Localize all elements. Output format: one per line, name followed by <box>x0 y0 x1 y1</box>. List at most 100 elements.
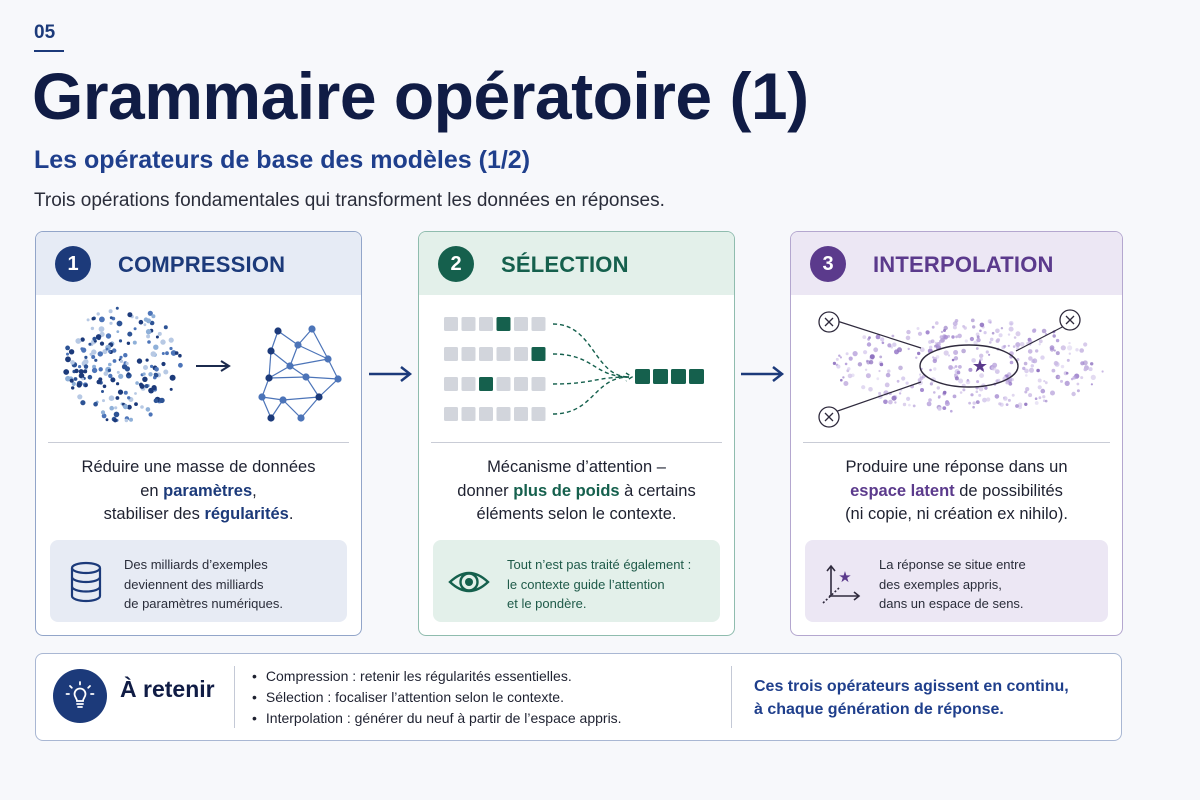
latent-point <box>1018 405 1022 410</box>
data-point <box>77 394 83 400</box>
latent-point <box>879 362 884 367</box>
data-point <box>151 314 156 319</box>
data-point <box>83 364 89 369</box>
data-point <box>146 334 151 339</box>
network-node <box>315 393 323 401</box>
token-square <box>496 317 511 331</box>
data-point <box>74 368 79 374</box>
highlight-parametres: paramètres <box>163 481 253 500</box>
data-point <box>123 390 128 395</box>
data-point <box>93 401 98 407</box>
attention-curve <box>552 353 630 378</box>
data-point <box>151 385 157 391</box>
latent-point <box>976 380 980 384</box>
data-point <box>163 325 168 330</box>
network-edge <box>289 358 329 367</box>
desc-line-1: Produire une réponse dans un <box>845 458 1068 476</box>
card-divider <box>48 442 349 443</box>
flow-arrow-1 <box>369 366 413 382</box>
latent-point <box>976 337 981 343</box>
latent-point <box>1015 331 1021 337</box>
latent-point <box>851 373 855 378</box>
latent-point <box>1050 390 1055 396</box>
data-point <box>83 359 89 365</box>
latent-point <box>919 347 925 353</box>
latent-point <box>1009 360 1014 365</box>
network-node <box>334 375 342 383</box>
card-compression: 1 COMPRESSION Réduire une masse de donné… <box>35 231 362 636</box>
network-node <box>279 396 287 404</box>
network-edge <box>270 399 284 419</box>
latent-space-illustration: ★ <box>818 309 1104 428</box>
network-edge <box>282 396 320 401</box>
data-point <box>80 337 85 342</box>
latent-point <box>997 378 1001 383</box>
latent-point <box>1016 358 1020 361</box>
latent-point <box>896 379 900 383</box>
data-point <box>153 398 159 404</box>
data-point <box>127 312 133 318</box>
data-point <box>140 405 144 409</box>
latent-point <box>975 400 980 404</box>
latent-point <box>963 326 967 330</box>
lightbulb-icon <box>53 669 107 723</box>
card-header: 1 COMPRESSION <box>36 232 361 295</box>
latent-point <box>862 335 867 339</box>
card-note: Des milliards d’exemples deviennent des … <box>50 540 347 622</box>
data-point <box>83 369 88 374</box>
page-title: Grammaire opératoire (1) <box>32 59 809 133</box>
data-point <box>112 359 117 363</box>
latent-point <box>956 370 961 375</box>
token-square <box>479 317 493 331</box>
latent-point <box>1080 376 1084 380</box>
latent-point <box>832 361 836 365</box>
takeaway-item: Compression : retenir les régularités es… <box>252 666 622 687</box>
highlight-regularites: régularités <box>204 505 289 523</box>
network-node <box>267 414 275 422</box>
data-point-cloud <box>63 306 183 423</box>
data-point <box>102 399 105 403</box>
network-edge <box>311 328 329 360</box>
latent-point <box>1031 328 1037 333</box>
latent-point <box>964 339 968 343</box>
data-point <box>118 373 124 379</box>
latent-point <box>931 325 935 329</box>
latent-point <box>1044 381 1048 385</box>
latent-point <box>873 347 879 353</box>
latent-point <box>902 402 907 407</box>
data-point <box>98 367 103 372</box>
data-point <box>178 362 183 368</box>
data-point <box>96 379 102 385</box>
network-edge <box>318 378 339 398</box>
latent-point <box>897 347 902 353</box>
network-node <box>265 374 273 382</box>
latent-point <box>953 350 959 355</box>
latent-point <box>1008 326 1014 332</box>
card-interpolation: 3 INTERPOLATION ★ Produire une réponse d… <box>790 231 1123 636</box>
data-point <box>78 369 84 375</box>
takeaways-title: À retenir <box>120 676 215 702</box>
token-square <box>514 407 528 421</box>
data-point <box>108 373 113 379</box>
latent-point <box>954 376 959 381</box>
data-point <box>65 375 71 382</box>
data-point <box>91 355 96 359</box>
network-node <box>274 327 282 335</box>
note-text: La réponse se situe entre des exemples a… <box>879 557 1026 611</box>
latent-point <box>1041 328 1047 334</box>
data-point <box>165 351 169 356</box>
data-point <box>100 410 106 415</box>
latent-point <box>1040 388 1046 394</box>
data-point <box>139 383 145 389</box>
latent-point <box>1043 380 1046 383</box>
latent-point <box>1055 338 1060 343</box>
data-point <box>135 381 139 385</box>
data-point <box>129 417 133 422</box>
network-edge <box>327 358 339 380</box>
token-rows <box>444 317 546 421</box>
card-header: 3 INTERPOLATION <box>791 232 1122 295</box>
output-tokens <box>635 369 704 384</box>
latent-point <box>866 360 871 365</box>
card-description: Produire une réponse dans un espace late… <box>799 456 1114 527</box>
data-point <box>153 344 159 350</box>
